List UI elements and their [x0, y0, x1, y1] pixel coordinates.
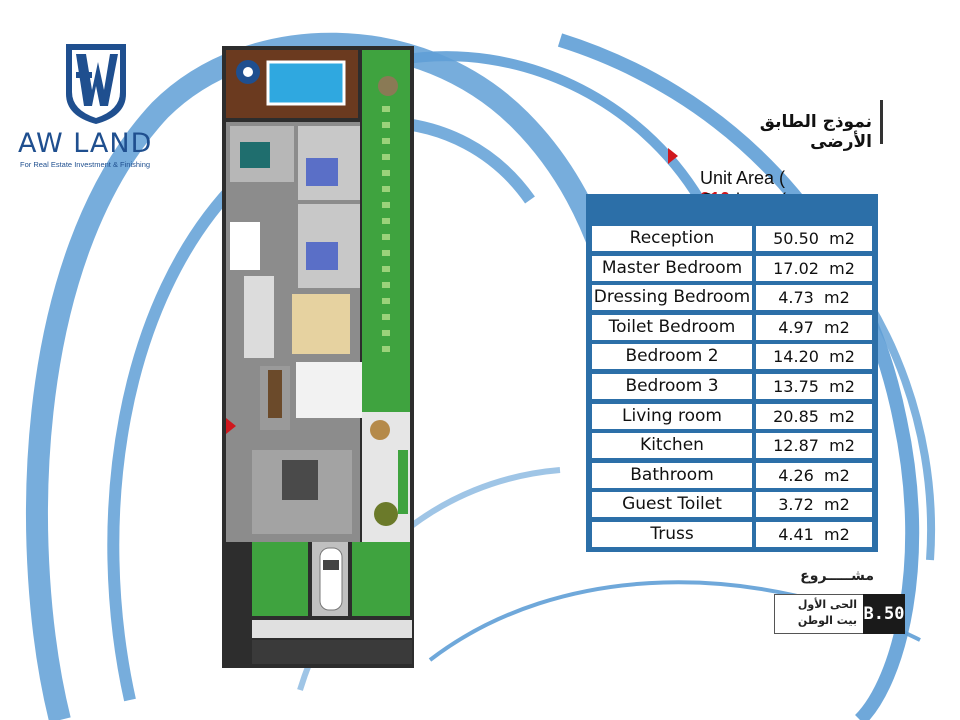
room-name: Bathroom	[592, 463, 752, 488]
room-name: Kitchen	[592, 433, 752, 458]
room-name: Bedroom 2	[592, 344, 752, 369]
room-area: 12.87 m2	[756, 433, 872, 458]
table-row: Bathroom 4.26 m2	[592, 463, 872, 488]
title-divider	[880, 100, 883, 144]
room-name: Living room	[592, 404, 752, 429]
room-name: Guest Toilet	[592, 492, 752, 517]
room-area: 4.26 m2	[756, 463, 872, 488]
room-area: 4.73 m2	[756, 285, 872, 310]
room-area: 20.85 m2	[756, 404, 872, 429]
room-area: 17.02 m2	[756, 256, 872, 281]
pointer-arrow-icon	[668, 148, 678, 164]
logo-shield-icon	[66, 44, 126, 124]
umbrella-icon	[236, 60, 260, 84]
room-area: 4.41 m2	[756, 522, 872, 547]
room-name: Master Bedroom	[592, 256, 752, 281]
room-area: 3.72 m2	[756, 492, 872, 517]
room-area-table: Reception 50.50 m2 Master Bedroom 17.02 …	[586, 194, 878, 552]
table-row: Kitchen 12.87 m2	[592, 433, 872, 458]
room-name: Reception	[592, 226, 752, 251]
table-row: Living room 20.85 m2	[592, 404, 872, 429]
tree-icon	[378, 76, 398, 96]
project-code-badge: B.50	[863, 594, 905, 634]
project-label: مشـــــروع	[800, 568, 874, 584]
table-row: Bedroom 2 14.20 m2	[592, 344, 872, 369]
table-row: Truss 4.41 m2	[592, 522, 872, 547]
room-name: Truss	[592, 522, 752, 547]
project-name-box: الحى الأول بيت الوطن	[774, 594, 864, 634]
room-area: 50.50 m2	[756, 226, 872, 251]
entrance-arrow-icon	[226, 418, 236, 434]
room-area: 13.75 m2	[756, 374, 872, 399]
project-district: الحى الأول	[797, 598, 857, 611]
table-row: Reception 50.50 m2	[592, 226, 872, 251]
logo-title: AW LAND	[18, 128, 153, 159]
brand-logo: AW LAND For Real Estate Investment & Fin…	[18, 42, 178, 172]
room-name: Bedroom 3	[592, 374, 752, 399]
table-row: Bedroom 3 13.75 m2	[592, 374, 872, 399]
table-row: Guest Toilet 3.72 m2	[592, 492, 872, 517]
table-row: Dressing Bedroom 4.73 m2	[592, 285, 872, 310]
room-name: Toilet Bedroom	[592, 315, 752, 340]
table-row: Toilet Bedroom 4.97 m2	[592, 315, 872, 340]
room-name: Dressing Bedroom	[592, 285, 752, 310]
room-area: 14.20 m2	[756, 344, 872, 369]
logo-tagline: For Real Estate Investment & Finishing	[20, 160, 151, 169]
floor-plan	[222, 46, 414, 668]
unit-area-label: Unit Area (	[700, 168, 786, 188]
car-icon	[319, 547, 343, 611]
room-area: 4.97 m2	[756, 315, 872, 340]
page-title: نموذج الطابق الأرضى	[759, 112, 872, 152]
project-name: بيت الوطن	[797, 614, 857, 627]
table-row: Master Bedroom 17.02 m2	[592, 256, 872, 281]
